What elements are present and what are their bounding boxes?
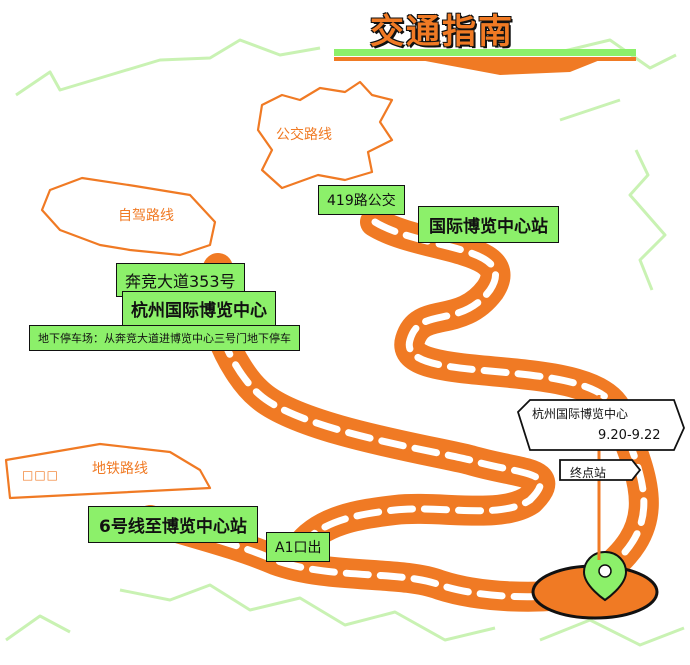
metro-area-outline bbox=[4, 442, 212, 500]
title-underline-orange bbox=[334, 57, 636, 61]
page-title: 交通指南 bbox=[370, 12, 514, 52]
signpost-venue: 杭州国际博览中心 bbox=[532, 407, 629, 421]
car-area-outline bbox=[40, 176, 217, 257]
title-swoosh bbox=[420, 60, 600, 75]
metro-line-label: 6号线至博览中心站 bbox=[88, 506, 258, 543]
bus-route-title: 公交路线 bbox=[276, 127, 332, 143]
signpost bbox=[516, 395, 685, 560]
metro-train-windows-icon: □□□ bbox=[22, 468, 60, 482]
location-pin-icon[interactable] bbox=[582, 550, 628, 602]
car-route-title: 自驾路线 bbox=[118, 208, 174, 224]
bus-area-outline bbox=[256, 80, 394, 190]
signpost-terminal: 终点站 bbox=[570, 466, 607, 480]
metro-route-title: 地铁路线 bbox=[92, 461, 148, 477]
signpost-dates: 9.20-9.22 bbox=[598, 428, 661, 443]
bus-line-label: 419路公交 bbox=[318, 185, 405, 215]
metro-exit-label: A1口出 bbox=[266, 532, 331, 562]
decorative-scribbles bbox=[5, 38, 685, 647]
car-destination-label: 杭州国际博览中心 bbox=[122, 291, 276, 326]
title-underline-green bbox=[334, 49, 636, 56]
bus-stop-label: 国际博览中心站 bbox=[418, 206, 559, 243]
car-parking-label: 地下停车场：从奔竞大道进博览中心三号门地下停车 bbox=[29, 325, 300, 351]
